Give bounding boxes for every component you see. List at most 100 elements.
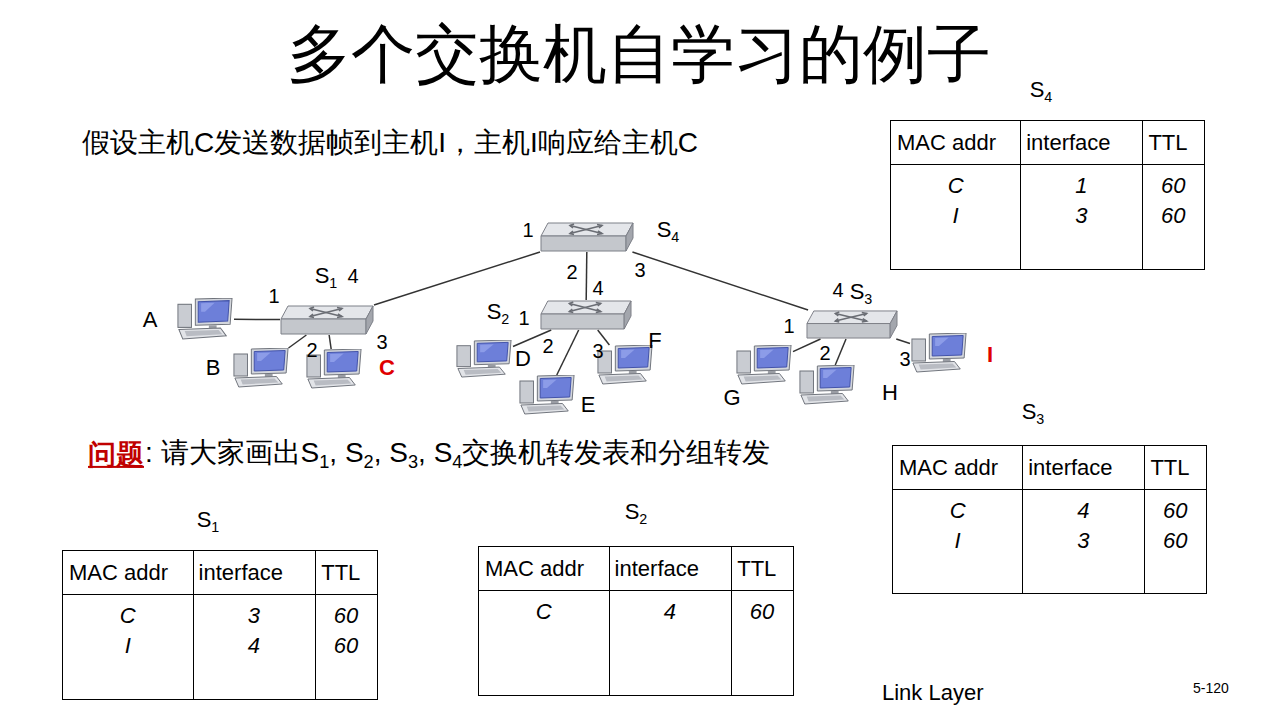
host-label: H <box>882 380 898 405</box>
port-number: 1 <box>268 285 279 308</box>
text-run: S <box>1022 399 1037 424</box>
host-label: G <box>723 385 740 410</box>
text-run: 3 <box>899 348 910 370</box>
table-header-cell: interface <box>615 556 699 581</box>
text-run: 2 <box>501 311 509 327</box>
slide-title: 多个交换机自学习的例子 <box>0 18 1278 92</box>
text-run: 60 <box>750 599 774 624</box>
text-run: S <box>315 263 330 288</box>
text-run: 4 <box>347 265 358 287</box>
table-cell: C <box>948 173 964 198</box>
port-number: 4 <box>592 277 603 300</box>
text-run: 3 <box>1075 203 1087 228</box>
table-header-cell: MAC addr <box>485 556 584 581</box>
table-cell: C <box>120 603 136 628</box>
port-number: 1 <box>518 307 529 330</box>
host: H <box>798 365 856 405</box>
text-run: interface <box>615 556 699 581</box>
text-run: interface <box>199 560 283 585</box>
host-label: B <box>206 355 221 380</box>
table-cell: C <box>536 599 552 624</box>
port-number: 2 <box>542 335 553 358</box>
network-link <box>835 339 846 365</box>
text-run: , S <box>374 437 408 468</box>
text-run: 3 <box>864 291 872 307</box>
table-header-cell: MAC addr <box>899 455 998 480</box>
port-number: 1 <box>522 219 533 242</box>
text-run: 1 <box>211 519 219 535</box>
text-run: 2 <box>819 342 830 364</box>
text-run: S <box>625 499 640 524</box>
network-link <box>234 318 280 320</box>
text-run: H <box>882 380 898 405</box>
text-run: E <box>581 392 596 417</box>
table-header-cell: TTL <box>737 556 776 581</box>
text-run: , S <box>418 437 452 468</box>
text-run: I <box>955 528 961 553</box>
table-heading: S1 <box>197 507 220 535</box>
table-rule <box>1142 121 1143 269</box>
text-run: 1 <box>268 285 279 307</box>
table-header-cell: interface <box>199 560 283 585</box>
host-label: I <box>987 342 993 367</box>
table-rule <box>893 489 1206 490</box>
forwarding-table: S4MAC addrinterfaceTTLC160I360 <box>890 120 1205 270</box>
table-header-cell: MAC addr <box>897 130 996 155</box>
text-run: 1 <box>522 219 533 241</box>
text-run: MAC addr <box>899 455 998 480</box>
network-link <box>557 330 579 375</box>
network-link <box>329 335 331 349</box>
table-cell: 60 <box>1163 528 1187 553</box>
table-cell: I <box>953 203 959 228</box>
footer-text: Link Layer <box>882 680 984 705</box>
text-run: 5-120 <box>1193 680 1229 696</box>
table-cell: I <box>125 633 131 658</box>
text-run: 60 <box>334 603 358 628</box>
text-run: 60 <box>1161 173 1185 198</box>
table-cell: 3 <box>1077 528 1089 553</box>
text-run: 2 <box>639 511 647 527</box>
port-number: 3 <box>592 340 603 363</box>
port-number: 2 <box>566 261 577 284</box>
text-run: 60 <box>334 633 358 658</box>
text-run: TTL <box>1150 455 1189 480</box>
switch: S3 <box>806 310 898 339</box>
table-rule <box>63 594 377 595</box>
text-run: S <box>850 279 865 304</box>
text-run: 4 <box>671 229 679 245</box>
text-run: 交换机转发表和分组转发 <box>462 437 770 468</box>
host: B <box>232 348 290 388</box>
table-cell: 60 <box>1161 173 1185 198</box>
host-icon <box>735 345 793 385</box>
switch-icon <box>540 300 632 330</box>
table-cell: 60 <box>334 633 358 658</box>
port-number: 1 <box>783 315 794 338</box>
switch-icon <box>540 222 634 252</box>
subtitle: 假设主机C发送数据帧到主机I，主机I响应给主机C <box>82 127 698 159</box>
host: G <box>735 345 793 385</box>
table-rule <box>891 164 1204 165</box>
text-run: 4 <box>1077 498 1089 523</box>
text-run: 3 <box>592 340 603 362</box>
question-text: 问题 <box>88 439 144 471</box>
text-run: MAC addr <box>69 560 168 585</box>
table-rule <box>1144 446 1145 593</box>
text-run: 4 <box>248 633 260 658</box>
text-run: D <box>515 346 531 371</box>
table-rule <box>609 547 610 695</box>
forwarding-table: S1MAC addrinterfaceTTLC360I460 <box>62 550 378 700</box>
host: I <box>910 333 968 373</box>
forwarding-table: S2MAC addrinterfaceTTLC460 <box>478 546 794 696</box>
host-icon <box>798 365 856 405</box>
text-run: S <box>487 299 502 324</box>
host-label: C <box>379 355 395 380</box>
table-cell: 3 <box>1075 203 1087 228</box>
text-run: MAC addr <box>897 130 996 155</box>
host-icon <box>232 348 290 388</box>
text-run: 1 <box>1075 173 1087 198</box>
table-rule <box>1020 121 1021 269</box>
port-number: 3 <box>899 348 910 371</box>
text-run: 3 <box>248 603 260 628</box>
text-run: I <box>987 342 993 367</box>
